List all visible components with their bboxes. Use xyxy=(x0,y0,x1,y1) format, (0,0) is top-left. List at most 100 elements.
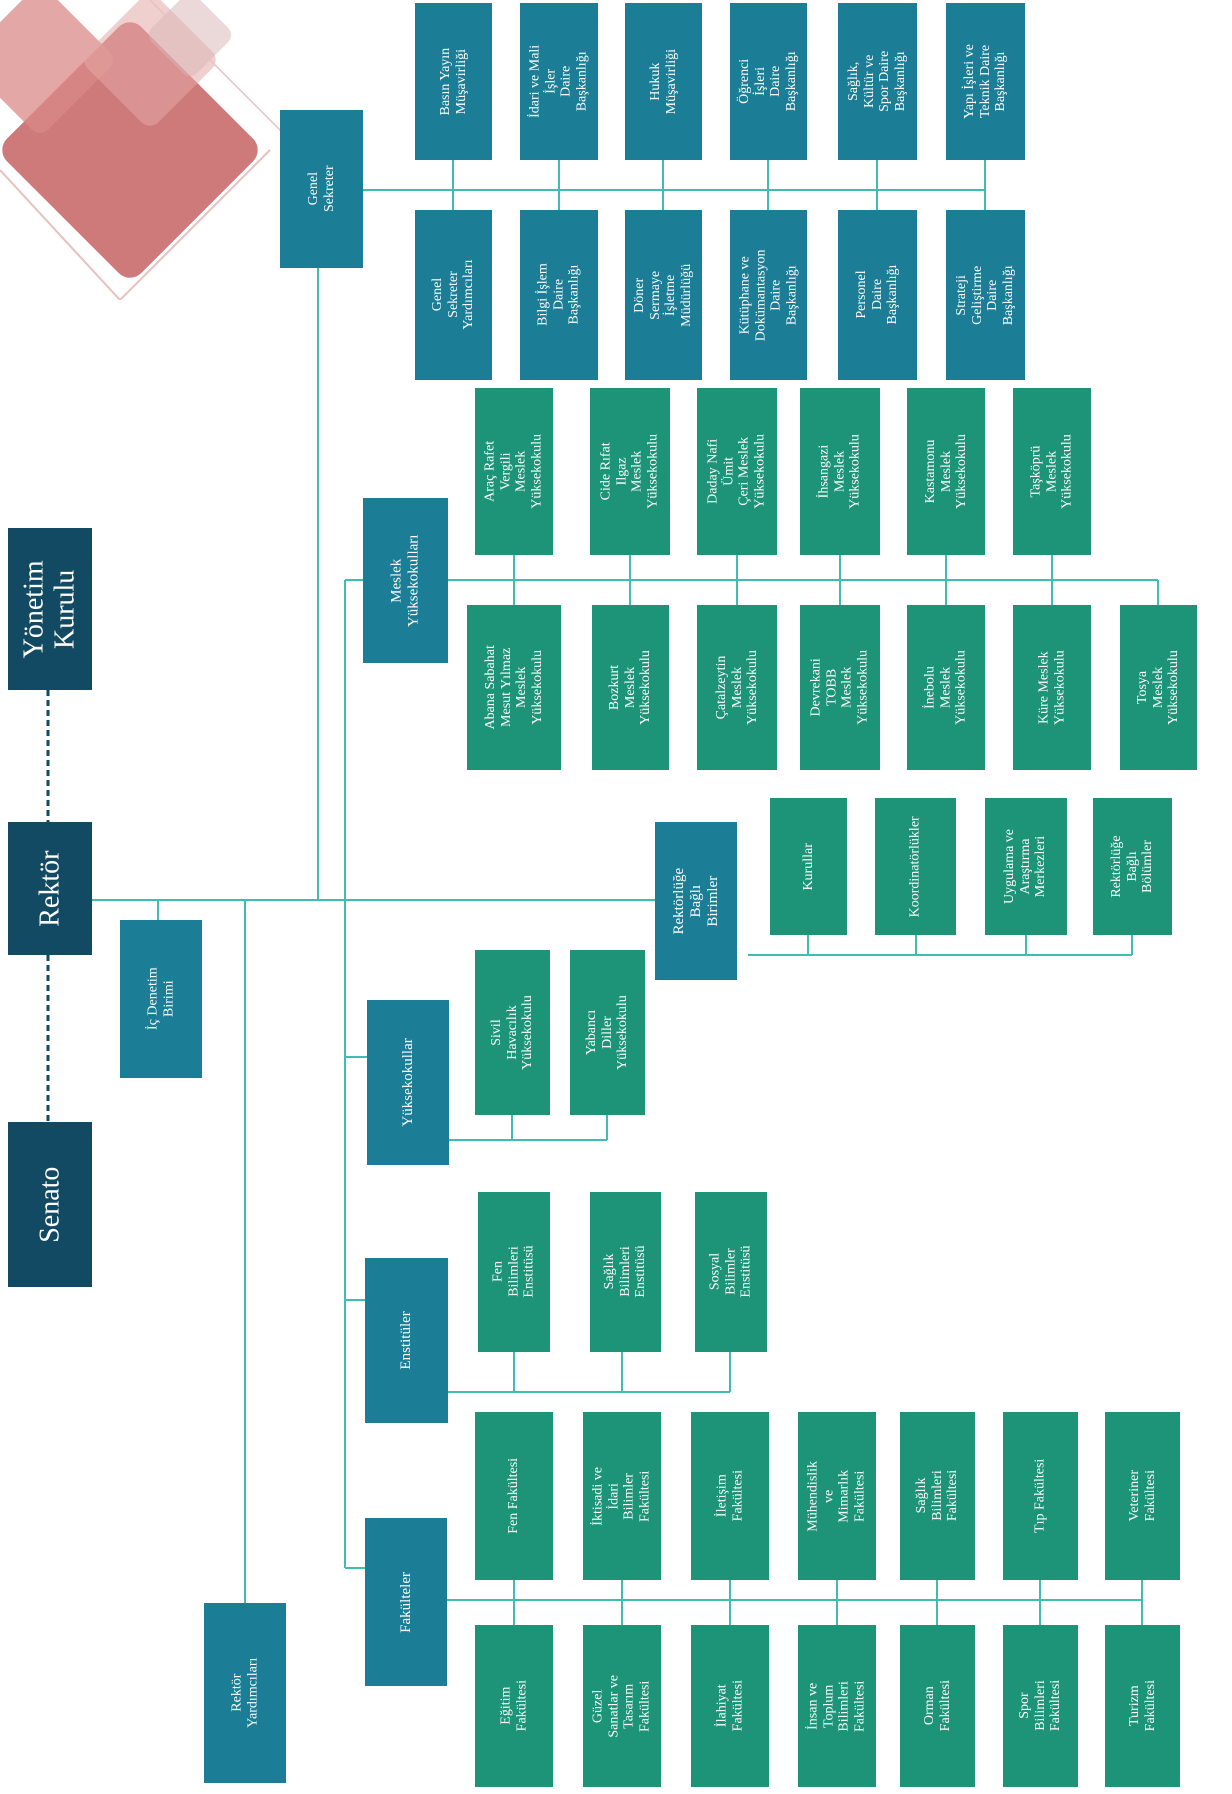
rbb-item-4[interactable]: Rektörlüğe Bağlı Bölümler xyxy=(1093,798,1172,935)
ic-denetim-box[interactable]: İç Denetim Birimi xyxy=(120,920,202,1078)
myo-top-4-label: İhsangazi Meslek Yüksekokulu xyxy=(816,431,863,511)
ic-denetim-label: İç Denetim Birimi xyxy=(145,958,176,1040)
senato-box[interactable]: Senato xyxy=(8,1122,92,1287)
fak-bottom-3-label: İlahiyat Fakültesi xyxy=(714,1667,745,1745)
rbb-item-2-label: Koordinatörlükler xyxy=(908,816,924,917)
myo-top-2-label: Cide Rıfat Ilgaz Meslek Yüksekokulu xyxy=(599,432,662,512)
myo-top-5-label: Kastamonu Meslek Yüksekokulu xyxy=(922,434,969,509)
gs-bottom-3[interactable]: Döner Sermaye İşletme Müdürlüğü xyxy=(625,210,702,380)
myo-bottom-3-label: Çatalzeytin Meslek Yüksekokulu xyxy=(713,650,760,725)
gs-top-4[interactable]: Öğrenci İşleri Daire Başkanlığı xyxy=(730,3,807,160)
gs-top-1[interactable]: Basın Yayın Müşavirliği xyxy=(415,3,492,160)
gs-top-6[interactable]: Yapı İşleri ve Teknik Daire Başkanlığı xyxy=(946,3,1025,160)
yonetim-kurulu-label: Yönetim Kurulu xyxy=(19,560,82,658)
myo-bottom-6[interactable]: Küre Meslek Yüksekokulu xyxy=(1013,605,1091,770)
myo-bottom-3[interactable]: Çatalzeytin Meslek Yüksekokulu xyxy=(697,605,777,770)
myo-bottom-7-label: Tosya Meslek Yüksekokulu xyxy=(1135,649,1182,726)
genel-sekreter-box[interactable]: Genel Sekreter xyxy=(280,110,363,268)
fak-bottom-2-label: Güzel Sanatlar ve Tasarım Fakültesi xyxy=(591,1667,654,1745)
rektor-label: Rektör xyxy=(34,850,65,926)
gs-top-2[interactable]: İdari ve Mali İşler Daire Başkanlığı xyxy=(520,3,598,160)
fak-bottom-4[interactable]: İnsan ve Toplum Bilimleri Fakültesi xyxy=(798,1625,876,1787)
gs-bottom-4-label: Kütüphane ve Dokümantasyon Daire Başkanl… xyxy=(737,249,800,341)
gs-bottom-1[interactable]: Genel Sekreter Yardımcıları xyxy=(415,210,492,380)
ens-item-3[interactable]: Sosyal Bilimler Enstitüsü xyxy=(695,1192,767,1352)
fak-top-7[interactable]: Veteriner Fakültesi xyxy=(1105,1412,1180,1580)
fak-top-2-label: İktisadi ve İdari Bilimler Fakültesi xyxy=(591,1457,654,1535)
fak-bottom-1-label: Eğitim Fakültesi xyxy=(498,1667,529,1745)
rektor-yardimcilari-label: Rektör Yardımcıları xyxy=(229,1658,260,1728)
fak-top-2[interactable]: İktisadi ve İdari Bilimler Fakültesi xyxy=(583,1412,661,1580)
gs-bottom-6[interactable]: Strateji Geliştirme Daire Başkanlığı xyxy=(946,210,1025,380)
myo-bottom-7[interactable]: Tosya Meslek Yüksekokulu xyxy=(1120,605,1197,770)
gs-top-5-label: Sağlık, Kültür ve Spor Daire Başkanlığı xyxy=(846,42,909,121)
rbb-item-3-label: Uygulama ve Araştırma Merkezleri xyxy=(1002,829,1049,904)
fak-top-6-label: Tıp Fakültesi xyxy=(1033,1459,1049,1533)
myo-bottom-5[interactable]: İnebolu Meslek Yüksekokulu xyxy=(907,605,985,770)
yonetim-kurulu-box[interactable]: Yönetim Kurulu xyxy=(8,528,92,690)
gs-bottom-2[interactable]: Bilgi İşlem Daire Başkanlığı xyxy=(520,210,598,380)
fak-top-5[interactable]: Sağlık Bilimleri Fakültesi xyxy=(900,1412,975,1580)
fak-top-4[interactable]: Mühendislik ve Mimarlık Fakültesi xyxy=(798,1412,876,1580)
gs-bottom-1-label: Genel Sekreter Yardımcıları xyxy=(430,256,477,333)
rektorluge-bagli-label: Rektörlüğe Bağlı Birimler xyxy=(671,860,721,942)
rektor-yardimcilari-box[interactable]: Rektör Yardımcıları xyxy=(204,1603,286,1783)
fak-top-3[interactable]: İletişim Fakültesi xyxy=(691,1412,769,1580)
gs-top-3[interactable]: Hukuk Müşavirliği xyxy=(625,3,702,160)
rektorluge-bagli-box[interactable]: Rektörlüğe Bağlı Birimler xyxy=(655,822,737,980)
gs-top-2-label: İdari ve Mali İşler Daire Başkanlığı xyxy=(528,43,591,121)
fak-top-7-label: Veteriner Fakültesi xyxy=(1127,1470,1158,1521)
fak-bottom-2[interactable]: Güzel Sanatlar ve Tasarım Fakültesi xyxy=(583,1625,661,1787)
gs-bottom-4[interactable]: Kütüphane ve Dokümantasyon Daire Başkanl… xyxy=(730,210,807,380)
rbb-item-3[interactable]: Uygulama ve Araştırma Merkezleri xyxy=(985,798,1067,935)
fak-bottom-3[interactable]: İlahiyat Fakültesi xyxy=(691,1625,769,1787)
rektor-box[interactable]: Rektör xyxy=(8,822,92,955)
myo-top-1-label: Araç Rafet Vergili Meslek Yüksekokulu xyxy=(483,433,546,511)
fak-bottom-7[interactable]: Turizm Fakültesi xyxy=(1105,1625,1180,1787)
ens-item-1-label: Fen Bilimleri Enstitüsü xyxy=(490,1236,537,1308)
ens-item-1[interactable]: Fen Bilimleri Enstitüsü xyxy=(478,1192,550,1352)
myo-top-5[interactable]: Kastamonu Meslek Yüksekokulu xyxy=(907,388,985,555)
enstituler-box[interactable]: Enstitüler xyxy=(365,1258,448,1423)
gs-bottom-6-label: Strateji Geliştirme Daire Başkanlığı xyxy=(954,256,1017,335)
myo-top-6[interactable]: Taşköprü Meslek Yüksekokulu xyxy=(1013,388,1091,555)
fak-bottom-6[interactable]: Spor Bilimleri Fakültesi xyxy=(1003,1625,1078,1787)
fak-top-4-label: Mühendislik ve Mimarlık Fakültesi xyxy=(806,1457,869,1535)
fakulteler-label: Fakülteler xyxy=(398,1572,415,1633)
yuksekokullar-box[interactable]: Yüksekokullar xyxy=(367,1000,449,1165)
myo-top-1[interactable]: Araç Rafet Vergili Meslek Yüksekokulu xyxy=(475,388,553,555)
ens-item-3-label: Sosyal Bilimler Enstitüsü xyxy=(707,1236,754,1308)
yo-item-2[interactable]: Yabancı Diller Yüksekokulu xyxy=(570,950,645,1115)
fak-bottom-6-label: Spor Bilimleri Fakültesi xyxy=(1017,1668,1064,1743)
myo-bottom-4[interactable]: Devrekani TOBB Meslek Yüksekokulu xyxy=(800,605,880,770)
myo-bottom-4-label: Devrekani TOBB Meslek Yüksekokulu xyxy=(809,648,872,728)
yo-item-1[interactable]: Sivil Havacılık Yüksekokulu xyxy=(475,950,550,1115)
myo-top-6-label: Taşköprü Meslek Yüksekokulu xyxy=(1028,432,1075,510)
fakulteler-box[interactable]: Fakülteler xyxy=(365,1518,447,1686)
gs-top-5[interactable]: Sağlık, Kültür ve Spor Daire Başkanlığı xyxy=(838,3,917,160)
myo-top-3-label: Daday Nafi Ümit Çeri Meslek Yüksekokulu xyxy=(706,432,769,512)
gs-bottom-3-label: Döner Sermaye İşletme Müdürlüğü xyxy=(632,257,695,334)
fak-bottom-1[interactable]: Eğitim Fakültesi xyxy=(475,1625,553,1787)
ens-item-2[interactable]: Sağlık Bilimleri Enstitüsü xyxy=(590,1192,661,1352)
fak-top-6[interactable]: Tıp Fakültesi xyxy=(1003,1412,1078,1580)
myo-top-3[interactable]: Daday Nafi Ümit Çeri Meslek Yüksekokulu xyxy=(697,388,777,555)
fak-bottom-4-label: İnsan ve Toplum Bilimleri Fakültesi xyxy=(806,1667,869,1745)
rbb-item-1[interactable]: Kurullar xyxy=(770,798,847,935)
myo-top-4[interactable]: İhsangazi Meslek Yüksekokulu xyxy=(800,388,880,555)
fak-bottom-5[interactable]: Orman Fakültesi xyxy=(900,1625,975,1787)
gs-bottom-5[interactable]: Personel Daire Başkanlığı xyxy=(838,210,917,380)
fak-top-1[interactable]: Fen Fakültesi xyxy=(475,1412,553,1580)
gs-top-6-label: Yapı İşleri ve Teknik Daire Başkanlığı xyxy=(962,44,1009,119)
gs-bottom-5-label: Personel Daire Başkanlığı xyxy=(854,255,901,334)
myo-bottom-1[interactable]: Abana Sabahat Mesut Yılmaz Meslek Yüksek… xyxy=(467,605,561,770)
myo-top-2[interactable]: Cide Rıfat Ilgaz Meslek Yüksekokulu xyxy=(590,388,670,555)
myo-bottom-2-label: Bozkurt Meslek Yüksekokulu xyxy=(607,649,654,726)
rbb-item-2[interactable]: Koordinatörlükler xyxy=(875,798,956,935)
fak-top-3-label: İletişim Fakültesi xyxy=(714,1457,745,1535)
meslek-yuksekokullari-label: Meslek Yüksekokulları xyxy=(389,534,423,626)
yuksekokullar-label: Yüksekokullar xyxy=(400,1038,417,1126)
meslek-yuksekokullari-box[interactable]: Meslek Yüksekokulları xyxy=(363,498,448,663)
enstituler-label: Enstitüler xyxy=(398,1311,415,1369)
myo-bottom-2[interactable]: Bozkurt Meslek Yüksekokulu xyxy=(592,605,669,770)
